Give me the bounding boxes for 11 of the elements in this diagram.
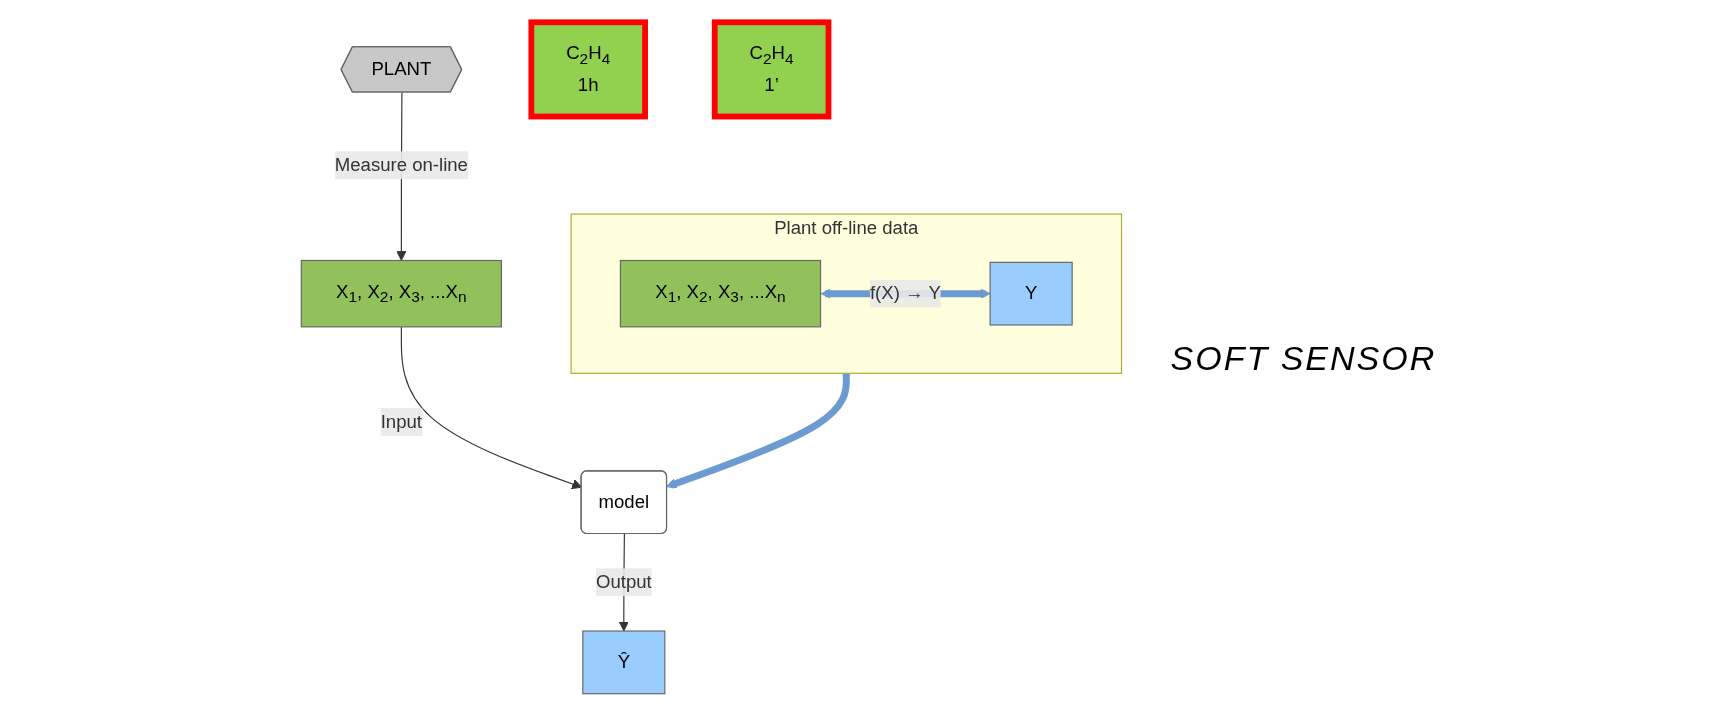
node-box: Y [989,261,1073,326]
edge-label: Input [380,411,422,432]
node-box: C$_{2}$H$_{4}$ 1’ [711,19,832,120]
node-box: Ŷ [581,630,666,695]
edge-label: Output [595,571,652,592]
diagram-label: SOFT SENSOR [1170,338,1437,378]
node-box: C$_{2}$H$_{4}$ 1h [528,19,648,120]
node-box: X$_{1}$, X$_{2}$, X$_{3}$, ...X$_{n}$ [300,259,502,328]
edge-label: f(X) → Y [869,283,941,303]
node-box: X$_{1}$, X$_{2}$, X$_{3}$, ...X$_{n}$ [619,259,821,328]
edge-label: Measure on-line [334,154,468,175]
